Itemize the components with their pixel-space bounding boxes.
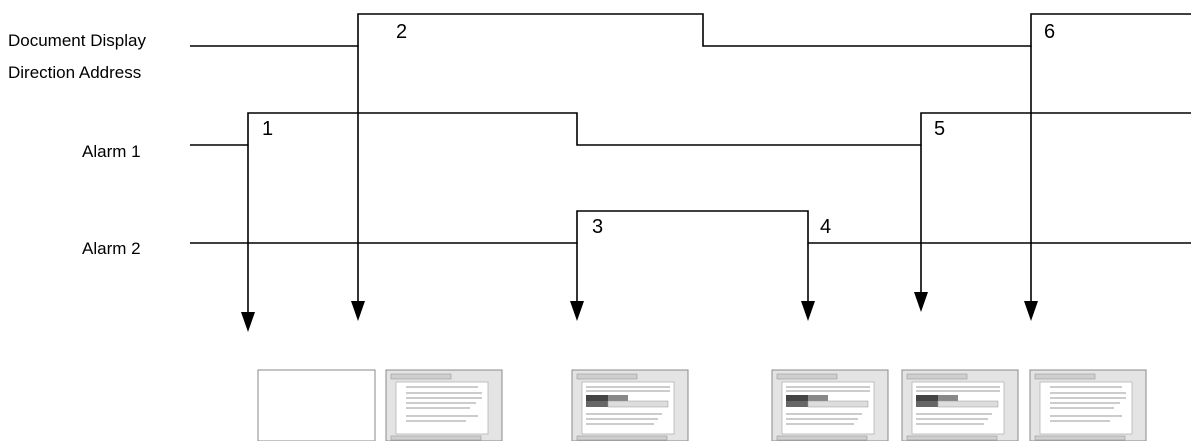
alarm2-waveform [190, 210, 1191, 244]
doc-display-label-line1: Document Display [8, 31, 146, 50]
alarm2-label: Alarm 2 [82, 239, 141, 258]
event-number-5: 5 [934, 118, 945, 140]
screen-thumbnail-2 [385, 369, 503, 441]
screen-thumbnail-4 [771, 369, 889, 441]
screen-thumbnail-6 [1029, 369, 1147, 441]
doc-display-waveform [190, 13, 1191, 47]
screen-thumbnail-1 [257, 369, 376, 441]
event-arrow-2 [351, 46, 365, 321]
doc-display-label-line2: Direction Address [8, 63, 141, 82]
event-number-4: 4 [820, 216, 831, 238]
alarm1-waveform [190, 112, 1191, 146]
event-arrow-4 [801, 243, 815, 321]
event-number-6: 6 [1044, 21, 1055, 43]
event-arrow-5 [914, 145, 928, 312]
alarm1-label: Alarm 1 [82, 142, 141, 161]
event-number-1: 1 [262, 118, 273, 140]
event-arrow-1 [241, 145, 255, 332]
event-arrow-3 [570, 243, 584, 321]
event-number-2: 2 [396, 21, 407, 43]
screen-thumbnail-5 [901, 369, 1019, 441]
screen-thumbnail-3 [571, 369, 689, 441]
event-arrow-6 [1024, 46, 1038, 321]
event-number-3: 3 [592, 216, 603, 238]
